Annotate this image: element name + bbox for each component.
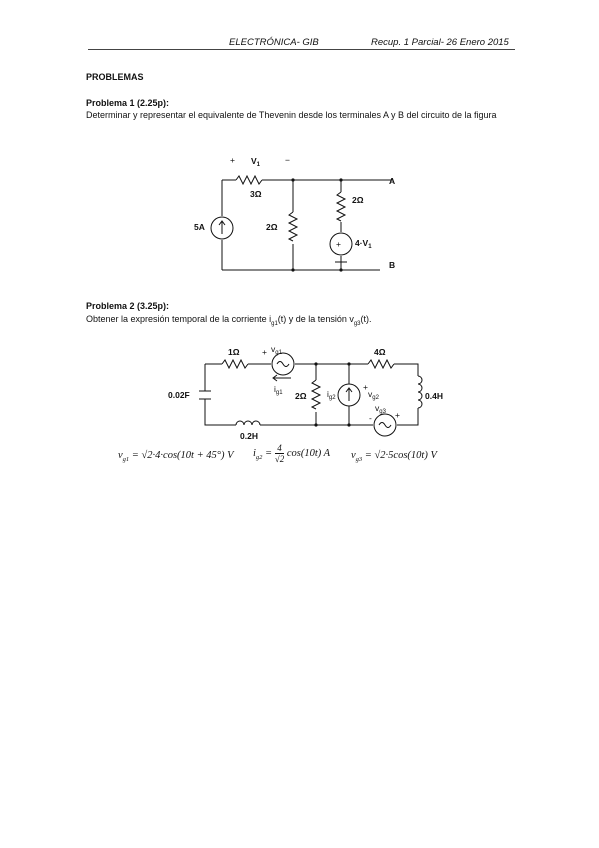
- p2-vg3-wave: [378, 422, 392, 428]
- p1-resistor-2ohm-b: [335, 191, 347, 222]
- p1-node-top-mid: [291, 178, 295, 182]
- p2-node-b: [347, 362, 351, 366]
- p1-label-v1: V1: [251, 156, 261, 168]
- p2-label-vg2: vg2: [368, 389, 380, 401]
- p1-dep-plus: +: [336, 239, 341, 249]
- p1-terminal-a: A: [389, 176, 395, 186]
- p1-node-bottom-right: [339, 268, 343, 272]
- p2-label-r1: 1Ω: [228, 347, 240, 357]
- p1-label-r1: 3Ω: [250, 189, 262, 199]
- p1-label-minus: −: [285, 155, 290, 165]
- p2-label-r2: 2Ω: [295, 391, 307, 401]
- p2-node-c: [314, 423, 318, 427]
- p1-current-source: [210, 216, 234, 240]
- problem1-statement: Determinar y representar el equivalente …: [86, 110, 497, 120]
- p1-node-bottom-mid: [291, 268, 295, 272]
- p1-label-5a: 5A: [194, 222, 205, 232]
- p1-label-plus: +: [230, 155, 235, 165]
- p2-voltage-source-vg3: [373, 413, 397, 437]
- p2-label-r4: 4Ω: [374, 347, 386, 357]
- p1-node-top-right: [339, 178, 343, 182]
- p2-resistor-4ohm: [367, 358, 395, 370]
- header-exam: Recup. 1 Parcial- 26 Enero 2015: [371, 37, 509, 48]
- p2-label-ig1: ig1: [274, 384, 283, 396]
- p1-resistor-2ohm-a: [287, 211, 299, 242]
- p2-wire-bottom-left: [204, 399, 236, 426]
- p2-label-ind1: 0.4H: [425, 391, 443, 401]
- p2-wire-top-right: [394, 363, 419, 376]
- p2-ig2-arrow: [345, 387, 353, 401]
- p2-label-vg1: vg1: [271, 344, 283, 356]
- p2-inductor-04h: [417, 375, 423, 409]
- p2-label-vg3: vg3: [375, 403, 387, 415]
- problem2-title: Problema 2 (3.25p):: [86, 301, 170, 311]
- p1-resistor-3ohm: [235, 174, 263, 186]
- p1-label-r3: 2Ω: [352, 195, 364, 205]
- p1-label-r2: 2Ω: [266, 222, 278, 232]
- p2-resistor-2ohm: [310, 379, 322, 410]
- section-title: PROBLEMAS: [86, 72, 144, 82]
- p2-node-a: [314, 362, 318, 366]
- equation-vg1: vg1 = √2·4·cos(10t + 45°) V: [118, 450, 234, 464]
- p1-label-dep: 4·V1: [355, 238, 372, 250]
- problem2-statement: Obtener la expresión temporal de la corr…: [86, 314, 372, 327]
- p2-label-ig2: ig2: [327, 389, 336, 401]
- p2-node-d: [347, 423, 351, 427]
- p2-label-vg3-minus: -: [369, 413, 372, 423]
- p2-capacitor: [199, 390, 211, 400]
- header-rule: [88, 49, 515, 50]
- p1-terminal-b: B: [389, 260, 395, 270]
- p2-wire-right: [397, 408, 419, 426]
- p2-label-vg3-plus: +: [395, 410, 400, 420]
- p2-label-ind2: 0.2H: [240, 431, 258, 441]
- p1-dependent-source: [329, 232, 353, 256]
- p2-current-source-ig2: [337, 383, 361, 407]
- p2-label-cap: 0.02F: [168, 390, 190, 400]
- problem1-title: Problema 1 (2.25p):: [86, 98, 170, 108]
- p2-voltage-source-vg1: [271, 352, 295, 376]
- equation-vg3: vg3 = √2·5cos(10t) V: [351, 450, 437, 464]
- header-course: ELECTRÓNICA- GIB: [229, 37, 319, 48]
- equation-ig2: ig2 = 4√2 cos(10t) A: [253, 443, 331, 464]
- p2-ig1-arrow: [272, 374, 291, 382]
- p2-vg1-wave: [276, 361, 290, 367]
- p1-current-arrow: [218, 220, 226, 234]
- page-header: ELECTRÓNICA- GIB Recup. 1 Parcial- 26 En…: [0, 37, 599, 51]
- p2-label-vg1-plus: +: [262, 347, 267, 357]
- p2-inductor-02h: [235, 420, 261, 426]
- p2-resistor-1ohm: [221, 358, 249, 370]
- p2-label-vg2-plus: +: [363, 382, 368, 392]
